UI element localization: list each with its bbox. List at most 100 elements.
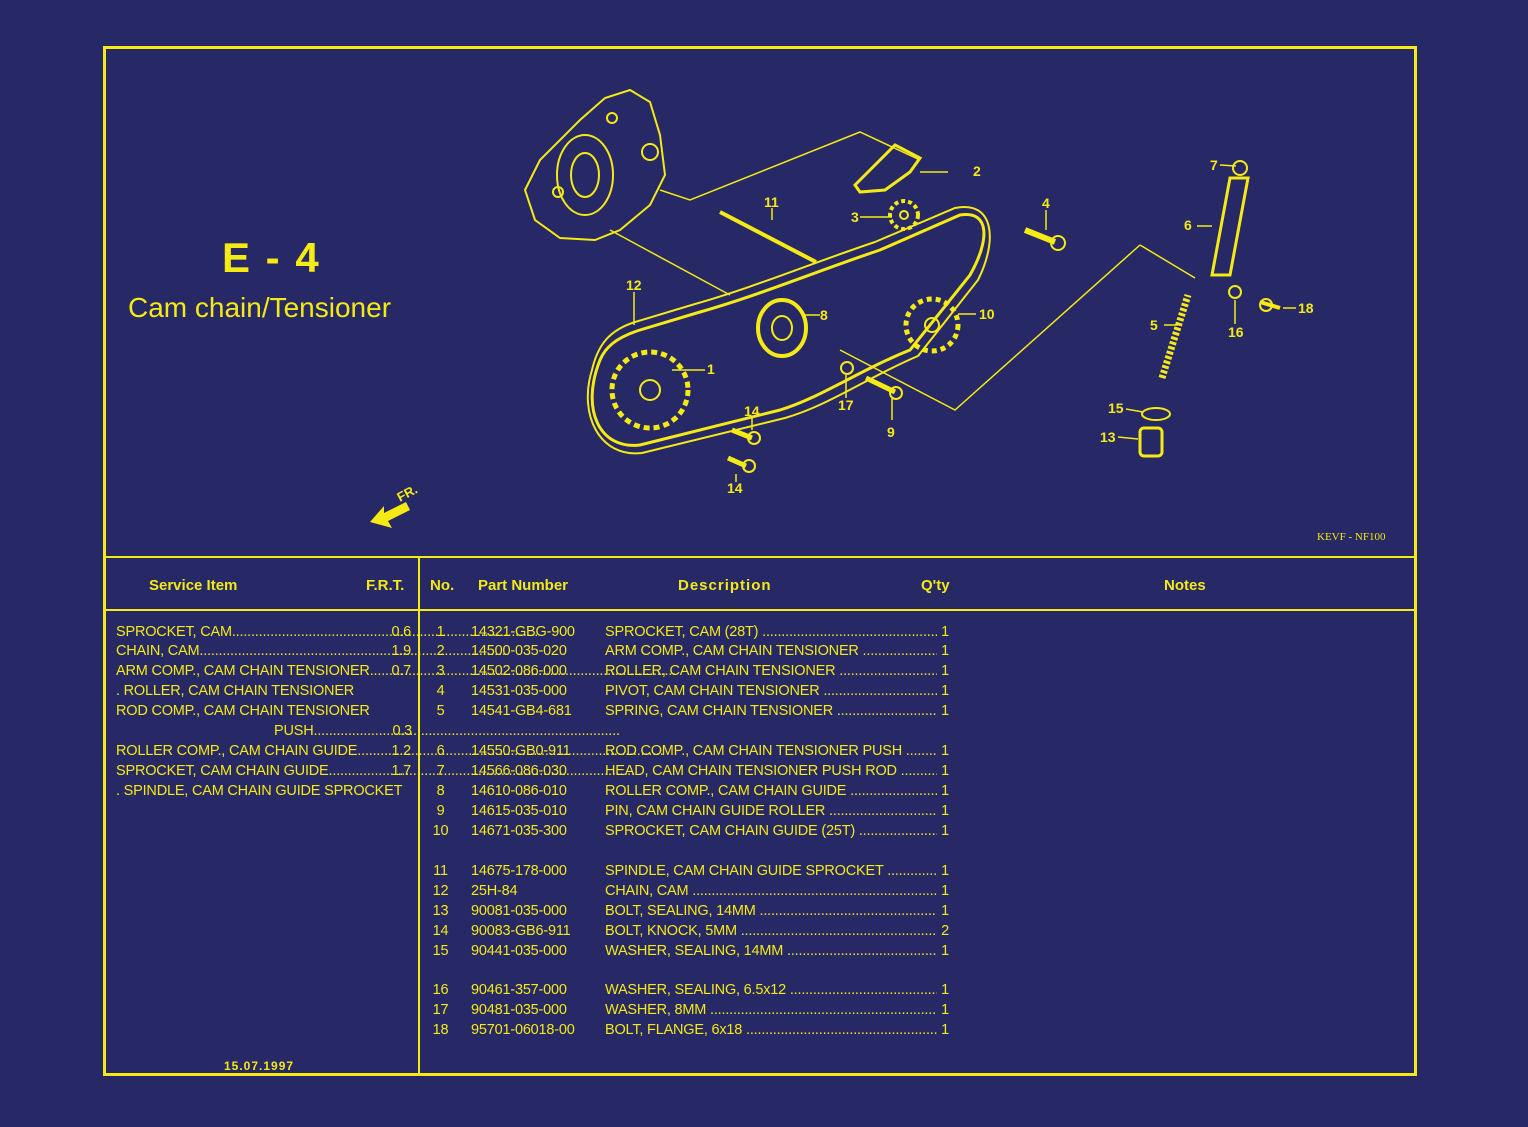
- part-number-index: 12: [432, 883, 449, 899]
- part-number: 95701-06018-00: [471, 1022, 575, 1038]
- cam-sprocket-icon: [609, 349, 691, 431]
- leader-dots: ........................................…: [740, 923, 937, 939]
- pin-icon: [864, 375, 903, 400]
- sheet-code: KEVF - NF100: [1317, 531, 1386, 543]
- part-number-index: 11: [433, 863, 448, 879]
- part-description-text: ROD COMP., CAM CHAIN TENSIONER PUSH: [605, 743, 903, 759]
- leader-dots: ........................................…: [862, 643, 937, 659]
- service-item-name: ROD COMP., CAM CHAIN TENSIONER: [116, 703, 370, 719]
- col-qty: Q'ty: [921, 577, 950, 594]
- part-description-text: ROLLER COMP., CAM CHAIN GUIDE: [605, 783, 847, 799]
- part-qty: 1: [941, 863, 949, 879]
- leader-dots: ........................................…: [199, 643, 506, 659]
- col-part-number: Part Number: [478, 577, 569, 594]
- callout-1: 1: [707, 361, 715, 377]
- part-number: 14610-086-010: [471, 783, 567, 799]
- callout-15: 15: [1108, 400, 1124, 416]
- callout-10: 10: [979, 306, 995, 322]
- part-number: 14541-GB4-681: [471, 703, 572, 719]
- front-arrow-icon: FR.: [370, 482, 420, 528]
- part-number: 14615-035-010: [471, 803, 567, 819]
- service-item-frt: 1.7: [391, 763, 411, 779]
- part-number: 90461-357-000: [471, 982, 567, 998]
- col-description: Description: [678, 577, 772, 594]
- callout-6: 6: [1184, 217, 1192, 233]
- part-number-index: 10: [432, 823, 449, 839]
- part-number-index: 14: [432, 923, 449, 939]
- part-description-text: SPROCKET, CAM CHAIN GUIDE (25T): [605, 823, 855, 839]
- part-qty: 1: [941, 643, 949, 659]
- part-description-text: PIVOT, CAM CHAIN TENSIONER: [605, 683, 820, 699]
- tensioner-arm-icon: [853, 143, 923, 231]
- part-qty: 1: [941, 883, 949, 899]
- part-number: 90083-GB6-911: [471, 923, 571, 939]
- washer-icon: [1141, 407, 1171, 421]
- spring-icon: [1158, 293, 1192, 380]
- service-item-row: SPROCKET, CAM CHAIN GUIDE...............…: [116, 761, 635, 781]
- part-description: ROD COMP., CAM CHAIN TENSIONER PUSH ....…: [605, 741, 937, 761]
- part-description: PIN, CAM CHAIN GUIDE ROLLER ............…: [605, 801, 937, 821]
- service-item-name: ARM COMP., CAM CHAIN TENSIONER: [116, 663, 370, 679]
- leader-dots: ........................................…: [839, 663, 937, 679]
- part-qty: 1: [941, 783, 949, 799]
- part-description-text: HEAD, CAM CHAIN TENSIONER PUSH ROD: [605, 763, 897, 779]
- part-qty: 1: [941, 624, 949, 640]
- part-number: 90481-035-000: [471, 1002, 567, 1018]
- callout-12: 12: [626, 277, 642, 293]
- callout-18: 18: [1298, 300, 1314, 316]
- part-qty: 2: [941, 923, 949, 939]
- part-description: CHAIN, CAM .............................…: [605, 881, 937, 901]
- part-number: 14531-035-000: [471, 683, 567, 699]
- part-description: BOLT, SEALING, 14MM ....................…: [605, 901, 937, 921]
- guide-sprocket-icon: [903, 296, 961, 354]
- leader-dots: ........................................…: [787, 943, 937, 959]
- callout-9: 9: [887, 424, 895, 440]
- part-description: ARM COMP., CAM CHAIN TENSIONER .........…: [605, 641, 937, 661]
- part-description-text: CHAIN, CAM: [605, 883, 689, 899]
- leader-dots: ........................................…: [692, 883, 937, 899]
- service-item-name: . SPINDLE, CAM CHAIN GUIDE SPROCKET: [116, 783, 403, 799]
- sealing-bolt-icon: [1138, 426, 1164, 458]
- part-number: 14671-035-300: [471, 823, 567, 839]
- callout-2: 2: [973, 163, 981, 179]
- part-description: PIVOT, CAM CHAIN TENSIONER .............…: [605, 681, 937, 701]
- part-qty: 1: [941, 823, 949, 839]
- callout-14b: 14: [727, 480, 743, 496]
- part-number: 14550-GB0-911: [471, 743, 571, 759]
- part-description-text: BOLT, SEALING, 14MM: [605, 903, 756, 919]
- part-qty: 1: [941, 683, 949, 699]
- callout-7: 7: [1210, 157, 1218, 173]
- part-description: SPROCKET, CAM (28T) ....................…: [605, 622, 937, 642]
- leader-dots: ........................................…: [746, 1022, 937, 1038]
- part-qty: 1: [941, 1022, 949, 1038]
- callout-13: 13: [1100, 429, 1116, 445]
- service-item-frt: 0.3: [392, 723, 412, 739]
- divider-diagram: [103, 556, 1417, 558]
- service-item-row: ROD COMP., CAM CHAIN TENSIONER: [116, 701, 411, 721]
- knock-bolt-icon: [726, 455, 756, 473]
- leader-dots: ........................................…: [313, 723, 620, 739]
- part-description: WASHER, SEALING, 6.5x12 ................…: [605, 980, 937, 1000]
- part-number: 14502-086-000: [471, 663, 567, 679]
- part-number: 14321-GBG-900: [471, 624, 575, 640]
- leader-dots: ........................................…: [858, 823, 937, 839]
- leader-dots: ........................................…: [823, 683, 937, 699]
- service-item-row: ROLLER COMP., CAM CHAIN GUIDE...........…: [116, 741, 664, 761]
- part-number-index: 4: [436, 683, 445, 699]
- part-description-text: ARM COMP., CAM CHAIN TENSIONER: [605, 643, 859, 659]
- service-item-name: SPROCKET, CAM CHAIN GUIDE: [116, 763, 329, 779]
- callout-8: 8: [820, 307, 828, 323]
- part-description-text: SPRING, CAM CHAIN TENSIONER: [605, 703, 833, 719]
- leader-dots: ........................................…: [357, 743, 664, 759]
- part-number: 25H-84: [471, 883, 518, 899]
- front-marker-label: FR.: [394, 482, 420, 505]
- part-number-index: 1: [436, 624, 445, 640]
- service-item-name: ROLLER COMP., CAM CHAIN GUIDE: [116, 743, 358, 759]
- part-qty: 1: [941, 743, 949, 759]
- leader-dots: ........................................…: [829, 803, 937, 819]
- leader-dots: ........................................…: [850, 783, 937, 799]
- part-number: 14675-178-000: [471, 863, 567, 879]
- pivot-bolt-icon: [1023, 227, 1066, 251]
- cam-chain-icon: [590, 212, 986, 447]
- service-item-frt: 1.9: [391, 643, 411, 659]
